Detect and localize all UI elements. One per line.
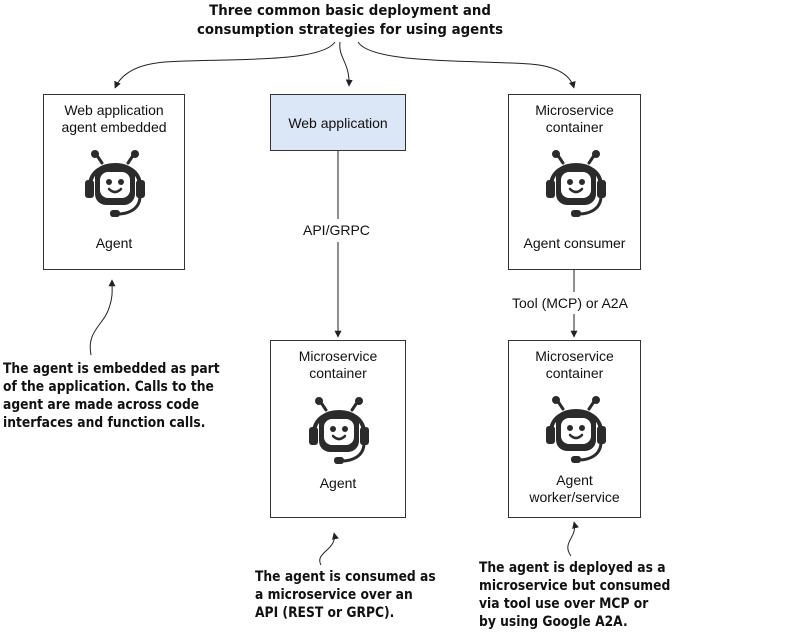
right-note: The agent is deployed as a microservice … — [479, 559, 670, 631]
note-line: via tool use over MCP or — [479, 596, 649, 612]
note-line: The agent is embedded as part — [3, 361, 220, 377]
box-label-line-2: container — [545, 365, 604, 381]
note-line: The agent is deployed as a — [479, 560, 666, 576]
microservice-title: Microservice container — [509, 102, 640, 136]
note-line: of the application. Calls to the — [3, 379, 214, 395]
api-grpc-label: API/GRPC — [303, 222, 370, 238]
agent-worker-label: Agent worker/service — [509, 472, 640, 506]
robot-icon — [543, 396, 609, 466]
middle-microservice-box: Microservice container Agent — [270, 340, 406, 518]
title-arrow-middle — [339, 41, 353, 87]
box-label-line-1: Microservice — [535, 348, 614, 364]
web-app-embedded-box: Web application agent embedded Agent — [43, 94, 185, 270]
note-line: microservice but consumed — [479, 578, 671, 594]
web-app-box: Web application — [270, 94, 406, 151]
title-line-1: Three common basic deployment and — [209, 3, 491, 19]
note-line: interfaces and function calls. — [3, 415, 206, 431]
box-label-line-2: agent embedded — [61, 119, 167, 135]
robot-icon — [543, 150, 609, 220]
box-label-line-1: Microservice — [298, 348, 378, 364]
box-label-line-1: Web application — [64, 102, 164, 118]
microservice-title: Microservice container — [509, 348, 640, 382]
note-line: agent are made across code — [3, 397, 200, 413]
left-note: The agent is embedded as part of the app… — [3, 360, 220, 432]
microservice-title: Microservice container — [271, 348, 405, 382]
middle-note-pointer — [319, 532, 339, 566]
title-arrow-right — [357, 41, 576, 89]
consumer-microservice-box: Microservice container Agent consumer — [508, 94, 641, 270]
web-app-label: Web application — [288, 115, 388, 131]
tool-mcp-a2a-label: Tool (MCP) or A2A — [512, 295, 628, 311]
title-arrow-left — [114, 41, 336, 89]
note-line: by using Google A2A. — [479, 614, 628, 630]
diagram-title: Three common basic deployment and consum… — [166, 2, 534, 40]
box-label-line-2: container — [545, 119, 604, 135]
box-label-line-1: Microservice — [535, 102, 614, 118]
robot-icon — [82, 150, 148, 220]
agent-label: Agent — [319, 475, 357, 491]
middle-note: The agent is consumed as a microservice … — [255, 568, 436, 622]
robot-icon — [306, 397, 372, 467]
note-line: The agent is consumed as — [255, 569, 436, 585]
agent-consumer-label: Agent consumer — [523, 235, 626, 251]
left-note-pointer — [89, 279, 116, 356]
box-label-line-2: container — [309, 365, 367, 381]
note-line: a microservice over an — [255, 587, 413, 603]
agent-label: Agent — [95, 235, 133, 251]
title-line-2: consumption strategies for using agents — [196, 22, 504, 38]
worker-microservice-box: Microservice container Agent worker/serv… — [508, 340, 641, 518]
right-note-pointer — [567, 521, 579, 557]
web-app-embedded-title: Web application agent embedded — [44, 102, 184, 136]
agent-worker-line-1: Agent — [556, 472, 593, 488]
note-line: API (REST or GRPC). — [255, 605, 395, 621]
agent-worker-line-2: worker/service — [529, 489, 620, 505]
